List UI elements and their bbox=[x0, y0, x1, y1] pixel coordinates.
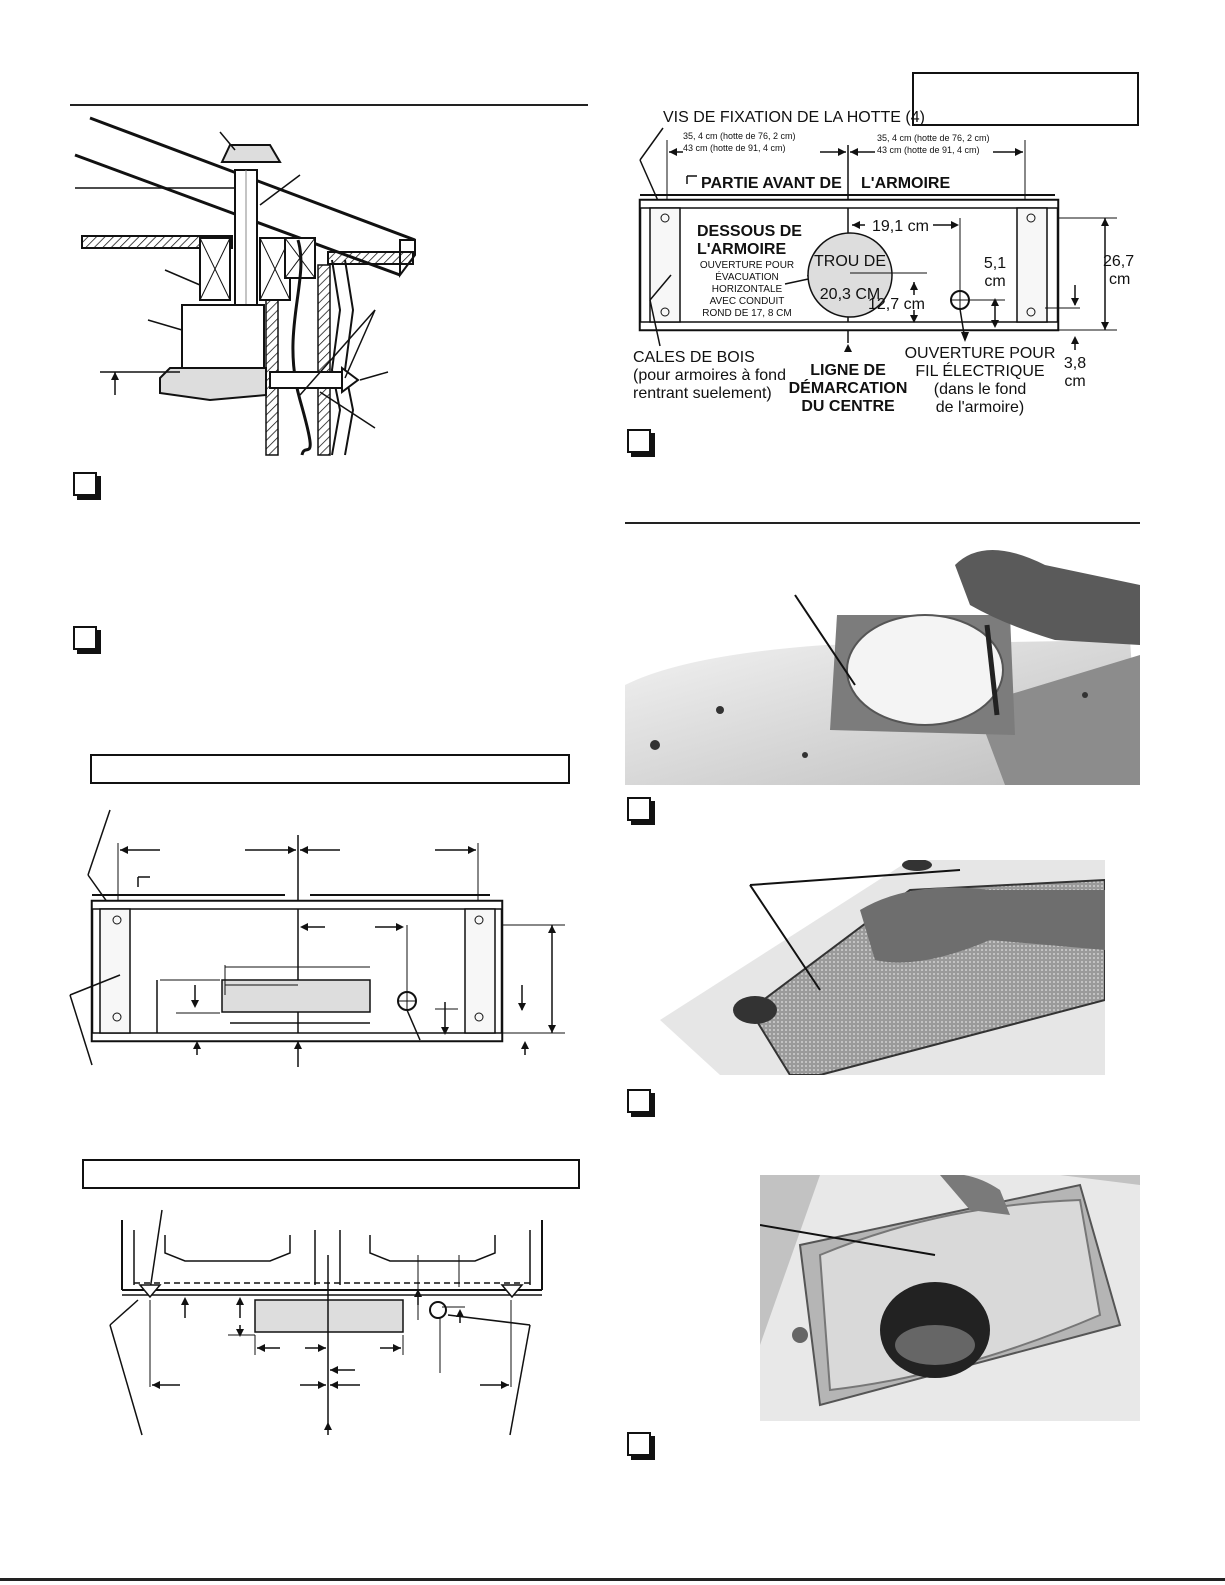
front-label-b: L'ARMOIRE bbox=[861, 175, 950, 192]
shims-line1: CALES DE BOIS bbox=[633, 349, 755, 366]
hood-top-knockout-photo bbox=[625, 545, 1140, 785]
opening-line2: ÉVACUATION bbox=[715, 270, 779, 283]
right-section-rule bbox=[625, 522, 1140, 524]
step-checkbox[interactable] bbox=[73, 626, 97, 650]
section-label-box bbox=[82, 1159, 580, 1189]
wire-line3: (dans le fond bbox=[934, 381, 1027, 398]
shims-line2: (pour armoires à fond bbox=[633, 367, 786, 384]
shims-line3: rentrant suelement) bbox=[633, 385, 772, 402]
underside-line2: L'ARMOIRE bbox=[697, 241, 786, 258]
center-line1: LIGNE DE bbox=[810, 362, 886, 379]
step-checkbox[interactable] bbox=[627, 1432, 651, 1456]
opening-line1: OUVERTURE POUR bbox=[700, 260, 794, 271]
wall-cabinet-front-view-diagram bbox=[109, 1209, 543, 1436]
center-line2: DÉMARCATION bbox=[789, 378, 908, 397]
wire-line2: FIL ÉLECTRIQUE bbox=[915, 361, 1044, 380]
hole-line1: TROU DE bbox=[814, 253, 886, 270]
blower-assembly-photo bbox=[760, 1175, 1140, 1421]
wire-line1: OUVERTURE POUR bbox=[905, 345, 1056, 362]
dim-right-line1: 35, 4 cm (hotte de 76, 2 cm) bbox=[877, 133, 990, 143]
dim-26-line2: cm bbox=[1109, 271, 1130, 288]
opening-line4: AVEC CONDUIT bbox=[710, 296, 785, 307]
dim-left-line2: 43 cm (hotte de 91, 4 cm) bbox=[683, 143, 786, 153]
step-checkbox[interactable] bbox=[627, 797, 651, 821]
mounting-screws-label: VIS DE FIXATION DE LA HOTTE (4) bbox=[663, 109, 925, 126]
top-right-label-box bbox=[912, 72, 1139, 126]
wire-line4: de l'armoire) bbox=[936, 399, 1024, 416]
underside-line1: DESSOUS DE bbox=[697, 223, 802, 240]
installation-cross-section-diagram bbox=[74, 116, 416, 456]
dim-5-line2: cm bbox=[984, 273, 1005, 290]
dim-right-line2: 43 cm (hotte de 91, 4 cm) bbox=[877, 145, 980, 155]
step-checkbox[interactable] bbox=[73, 472, 97, 496]
dim-12-label: 12,7 cm bbox=[868, 296, 925, 313]
step-checkbox[interactable] bbox=[627, 429, 651, 453]
dim-5-line1: 5,1 bbox=[984, 255, 1006, 272]
cabinet-bottom-rectangular-opening-diagram bbox=[69, 809, 565, 1067]
front-label-a: PARTIE AVANT DE bbox=[701, 175, 842, 192]
grease-filter-photo bbox=[660, 860, 1105, 1075]
cabinet-bottom-round-opening-diagram: VIS DE FIXATION DE LA HOTTE (4) 35, 4 cm… bbox=[633, 109, 1134, 416]
dim-19-label: 19,1 cm bbox=[872, 218, 929, 235]
section-label-box bbox=[90, 754, 570, 784]
hole-line2: 20,3 CM bbox=[820, 286, 880, 303]
opening-line5: ROND DE 17, 8 CM bbox=[702, 308, 791, 319]
top-left-rule bbox=[70, 104, 588, 106]
opening-line3: HORIZONTALE bbox=[712, 284, 783, 295]
bottom-rule bbox=[0, 1578, 1225, 1581]
center-line3: DU CENTRE bbox=[801, 398, 895, 415]
dim-left-line1: 35, 4 cm (hotte de 76, 2 cm) bbox=[683, 131, 796, 141]
dim-3-line1: 3,8 bbox=[1064, 355, 1086, 372]
step-checkbox[interactable] bbox=[627, 1089, 651, 1113]
dim-26-line1: 26,7 bbox=[1103, 253, 1134, 270]
dim-3-line2: cm bbox=[1064, 373, 1085, 390]
